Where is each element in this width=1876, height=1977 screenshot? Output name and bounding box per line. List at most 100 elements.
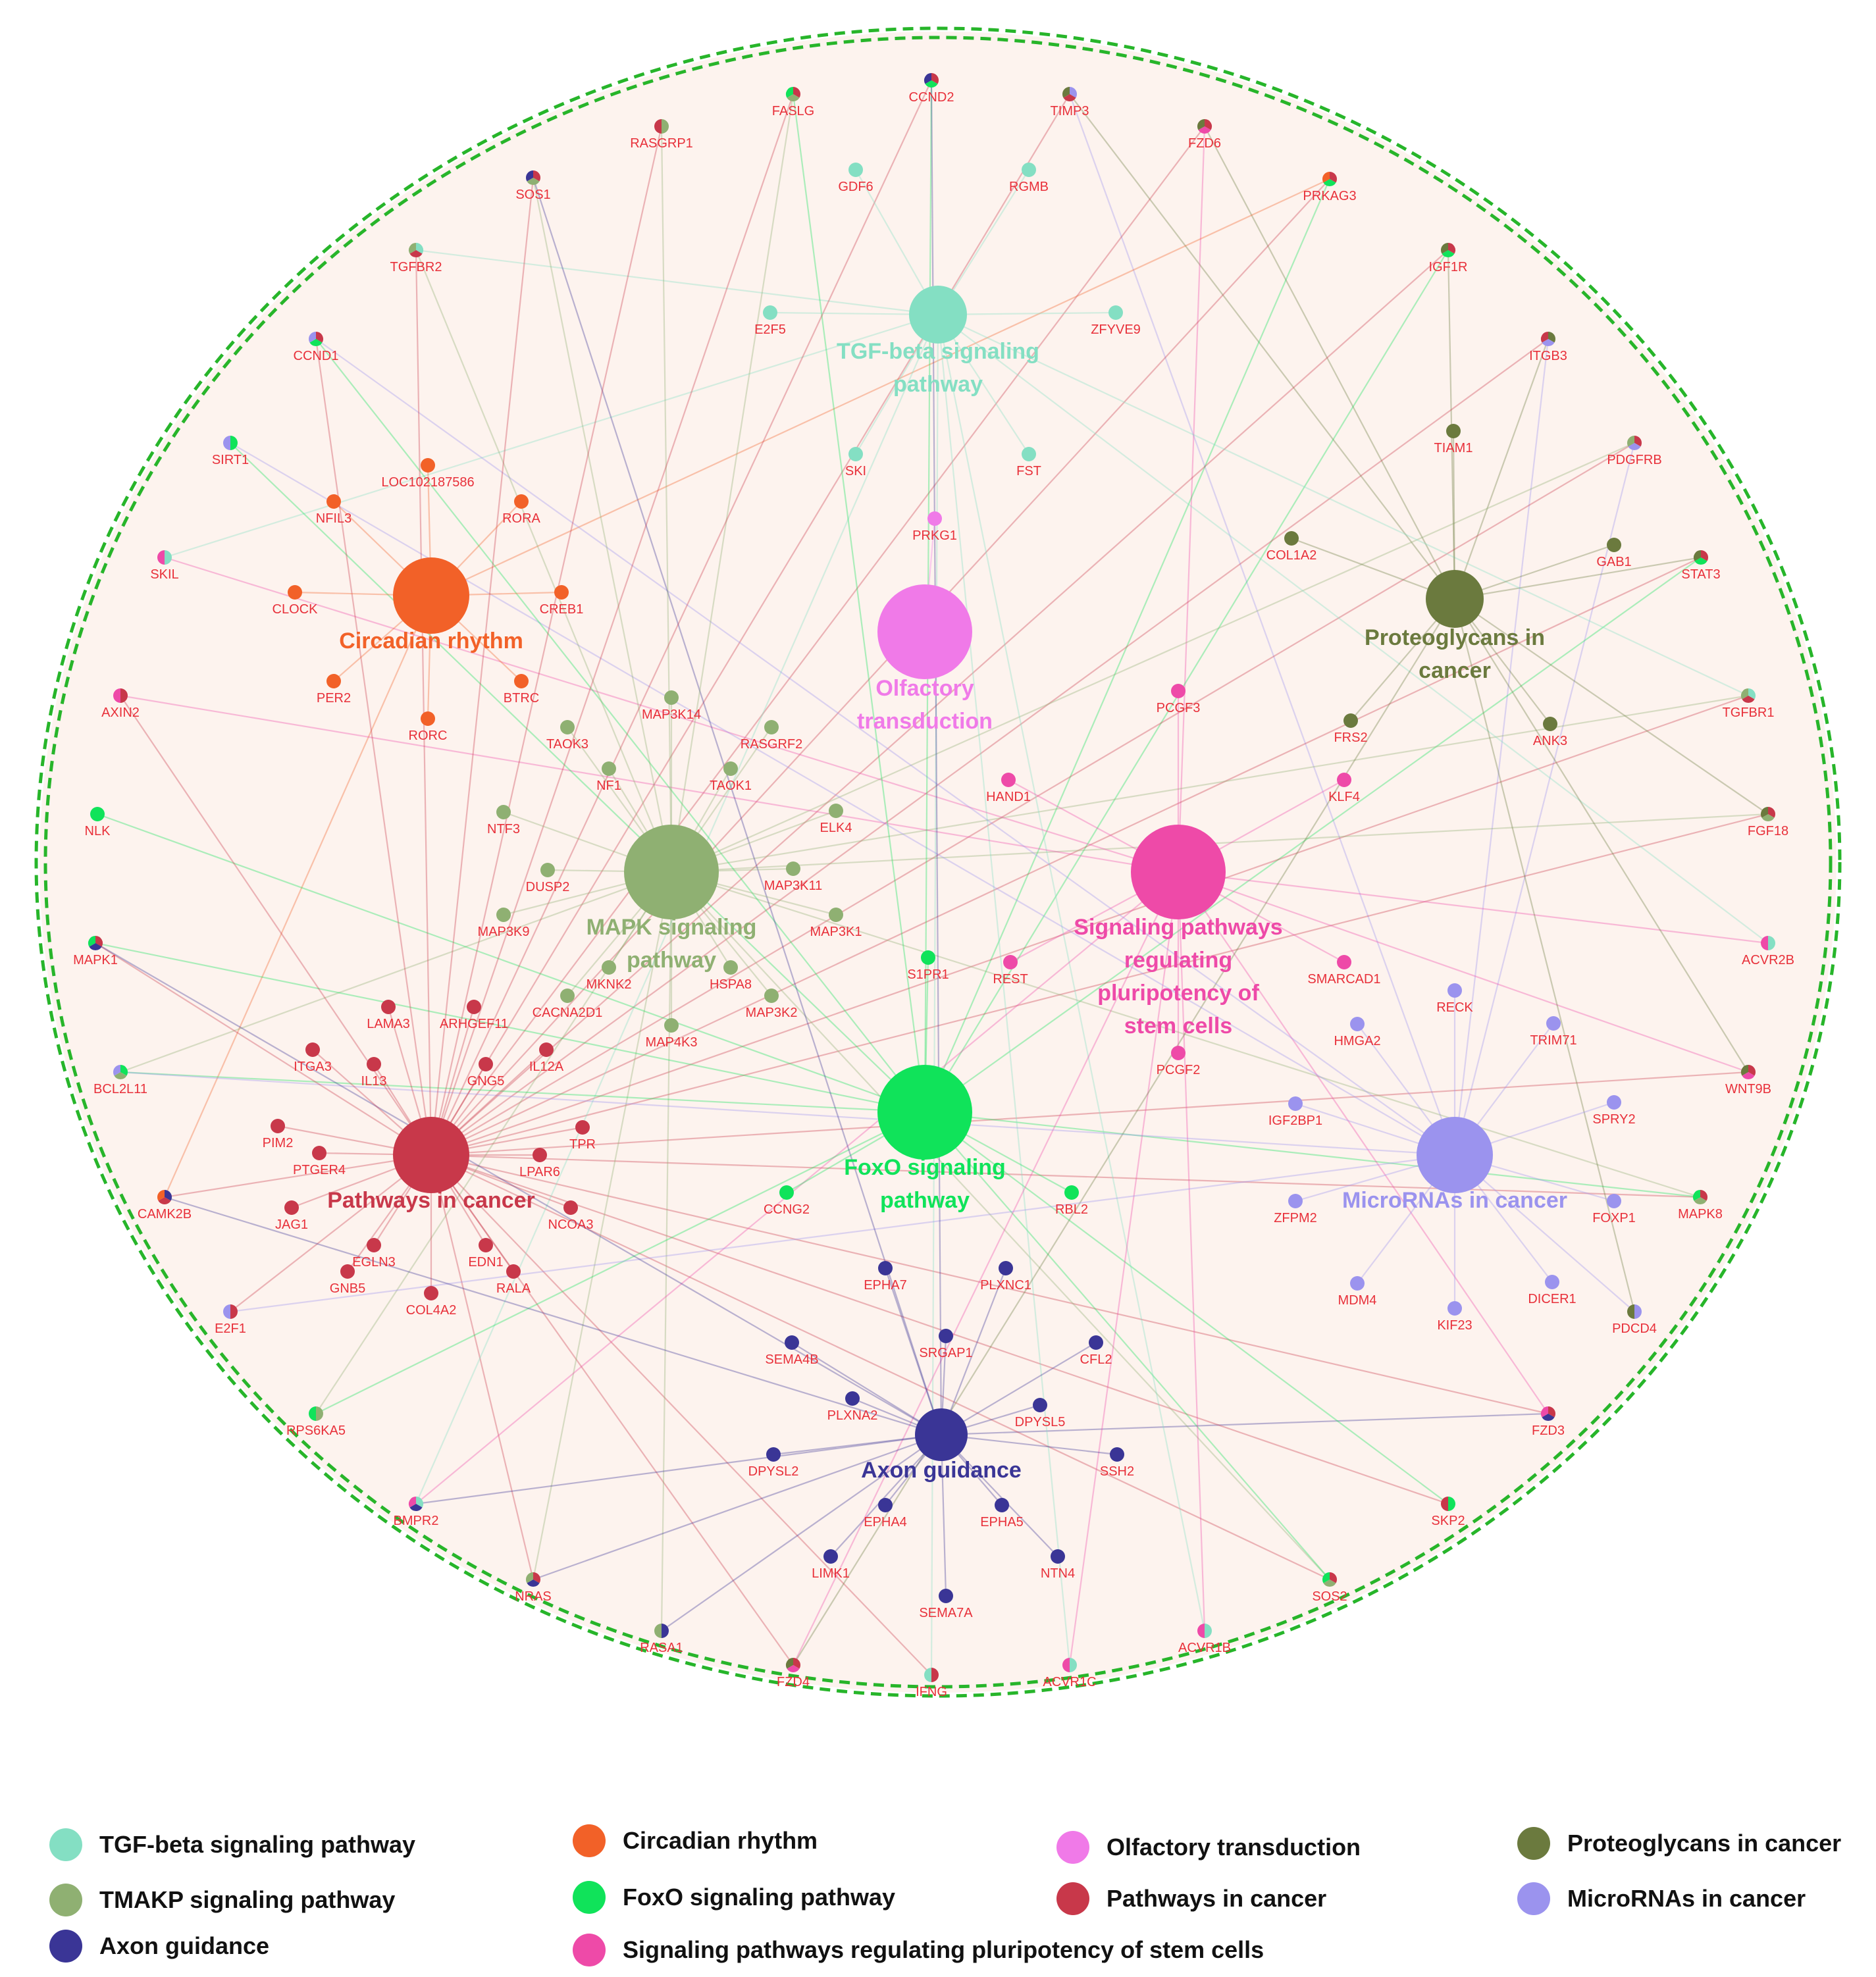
gene-node-nf1 — [602, 761, 616, 776]
gene-node-pcgf3 — [1171, 684, 1186, 698]
edge-mapk1-cancer — [95, 942, 432, 1156]
legend-item: TGF-beta signaling pathway — [49, 1828, 415, 1861]
hub-node-foxo — [877, 1065, 972, 1160]
gene-label-tpr: TPR — [569, 1137, 596, 1152]
gene-node-slice — [1062, 87, 1070, 98]
edge-skil-tgf — [164, 313, 939, 559]
edge-acvr2b-plu — [1178, 871, 1769, 944]
gene-node-map3k11 — [786, 861, 800, 876]
gene-node-slice — [786, 87, 793, 98]
gene-label-plxna2: PLXNA2 — [827, 1408, 878, 1423]
gene-node-slice — [1442, 250, 1455, 258]
gene-node-slice — [1627, 1304, 1634, 1319]
gene-label-pim2: PIM2 — [263, 1136, 294, 1150]
gene-node-nras — [525, 1572, 541, 1587]
gene-label-ptger4: PTGER4 — [293, 1163, 346, 1177]
gene-node-slice — [157, 550, 165, 565]
gene-node-slice — [1542, 339, 1555, 347]
gene-node-rest — [1003, 955, 1018, 969]
gene-label-per2: PER2 — [317, 691, 351, 706]
gene-node-slice — [1740, 1065, 1748, 1076]
edge-wnt9b-cancer — [430, 1071, 1749, 1156]
gene-label-pdgfrb: PDGFRB — [1607, 453, 1661, 467]
gene-label-fzd6: FZD6 — [1188, 136, 1221, 151]
legend-label: FoxO signaling pathway — [623, 1884, 896, 1911]
gene-label-rora: RORA — [502, 511, 540, 526]
gene-node-ntn4 — [1051, 1549, 1065, 1564]
edge-ccnd1-mir — [315, 338, 1455, 1156]
gene-node-slice — [165, 1190, 172, 1201]
gene-label-faslg: FASLG — [772, 104, 814, 118]
gene-label-skil: SKIL — [150, 567, 178, 582]
edge-pdcd4-prot — [1453, 598, 1636, 1312]
legend-item: Pathways in cancer — [1056, 1882, 1326, 1915]
gene-node-rora — [514, 494, 529, 509]
edge-tgfbr2-mapk — [415, 249, 673, 873]
gene-node-pcgf2 — [1171, 1046, 1186, 1060]
gene-node-slice — [654, 119, 662, 134]
edge-limk1-axon — [830, 1434, 942, 1557]
gene-label-pdcd4: PDCD4 — [1612, 1322, 1657, 1336]
legend-swatch — [49, 1884, 82, 1916]
gene-node-slice — [113, 1065, 120, 1076]
hub-label-plu: pluripotency of — [1097, 981, 1259, 1006]
gene-node-rasa1 — [654, 1624, 669, 1638]
gene-label-bmpr2: BMPR2 — [394, 1514, 439, 1528]
legend-item: Olfactory transduction — [1056, 1831, 1361, 1864]
hub-label-foxo: pathway — [880, 1188, 970, 1213]
gene-label-sos1: SOS1 — [515, 188, 550, 202]
gene-node-rorc — [421, 711, 435, 726]
gene-label-hmga2: HMGA2 — [1334, 1034, 1380, 1048]
gene-label-pcgf2: PCGF2 — [1157, 1063, 1201, 1077]
gene-node-e2f1 — [223, 1304, 238, 1319]
gene-label-e2f5: E2F5 — [754, 322, 786, 337]
gene-node-gab1 — [1607, 538, 1621, 552]
gene-node-slice — [931, 1668, 939, 1682]
gene-label-klf4: KLF4 — [1328, 790, 1360, 804]
gene-label-il12a: IL12A — [529, 1060, 564, 1074]
edge-fzd6-cancer — [430, 126, 1205, 1156]
edge-sos2-mapk — [671, 871, 1330, 1580]
gene-node-clock — [288, 585, 302, 600]
gene-label-sema7a: SEMA7A — [919, 1606, 973, 1620]
gene-node-s1pr1 — [921, 950, 935, 965]
gene-node-slice — [1062, 1658, 1070, 1672]
edge-fzd4-cancer — [430, 1154, 794, 1666]
gene-node-lama3 — [381, 1000, 396, 1014]
gene-label-clock: CLOCK — [273, 602, 319, 617]
gene-node-map3k2 — [764, 988, 779, 1003]
network-background — [39, 32, 1837, 1693]
edge-pdcd4-mir — [1454, 1154, 1635, 1312]
gene-node-skil — [157, 550, 172, 565]
gene-node-mapk8 — [1693, 1190, 1708, 1205]
gene-node-taok3 — [560, 720, 575, 734]
gene-label-cfl2: CFL2 — [1080, 1352, 1112, 1367]
edge-faslg-cancer — [430, 93, 795, 1156]
gene-node-ptger4 — [312, 1146, 326, 1160]
hub-label-axon: Axon guidance — [861, 1458, 1022, 1483]
gene-label-rbl2: RBL2 — [1055, 1202, 1088, 1217]
gene-node-prkg1 — [927, 511, 942, 526]
edge-bcl2l11-mir — [120, 1071, 1455, 1156]
hub-label-olf: Olfactory — [875, 676, 974, 701]
gene-node-slice — [525, 1572, 533, 1583]
gene-node-creb1 — [554, 585, 569, 600]
gene-node-nlk — [90, 807, 105, 821]
gene-node-slice — [787, 94, 800, 101]
edge-bcl2l11-foxo — [120, 1071, 925, 1114]
hub-label-plu: regulating — [1124, 948, 1232, 973]
edge-mapk1-foxo — [95, 942, 925, 1114]
gene-node-epha4 — [878, 1498, 893, 1512]
gene-node-rala — [506, 1264, 521, 1279]
gene-node-tpr — [575, 1120, 590, 1135]
edge-sos2-foxo — [924, 1112, 1330, 1580]
gene-label-ntn4: NTN4 — [1041, 1566, 1075, 1581]
legend-label: TMAKP signaling pathway — [99, 1886, 396, 1913]
edge-fzd3-axon — [941, 1412, 1549, 1436]
gene-node-plxna2 — [845, 1391, 860, 1406]
edge-stat3-prot — [1454, 556, 1702, 600]
edge-itgb3-cancer — [430, 338, 1549, 1156]
gene-label-lpar6: LPAR6 — [519, 1165, 560, 1179]
edge-acvr1c-plu — [1068, 871, 1180, 1666]
